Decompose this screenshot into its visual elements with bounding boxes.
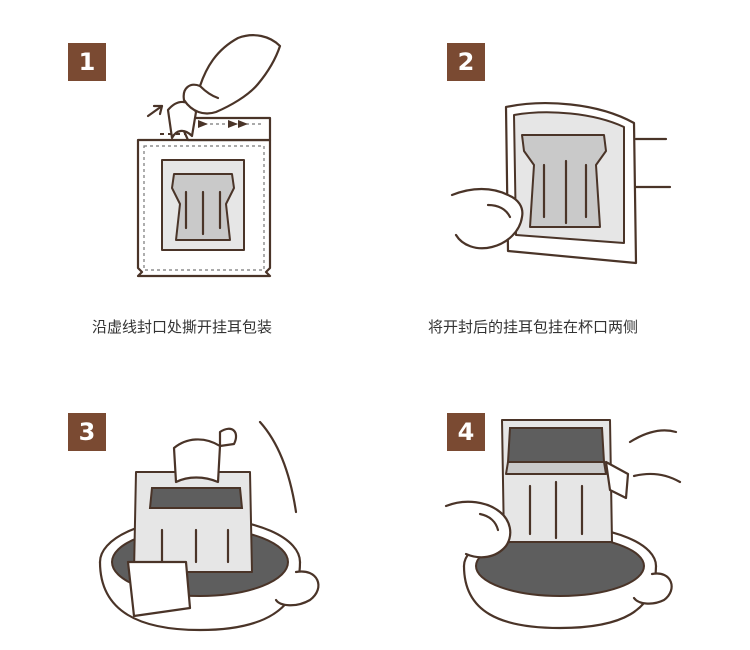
step-1-caption: 沿虚线封口处撕开挂耳包装 — [92, 318, 273, 336]
step-2-caption: 将开封后的挂耳包挂在杯口两侧 — [428, 318, 639, 336]
step-2-badge: 2 — [447, 43, 485, 81]
step-3-badge: 3 — [68, 413, 106, 451]
step-3-illustration — [98, 420, 320, 632]
step-4-badge: 4 — [447, 413, 485, 451]
step-4-illustration — [444, 419, 682, 630]
step-2-illustration — [450, 102, 672, 265]
step-1-illustration — [136, 34, 282, 278]
step-1-badge: 1 — [68, 43, 106, 81]
